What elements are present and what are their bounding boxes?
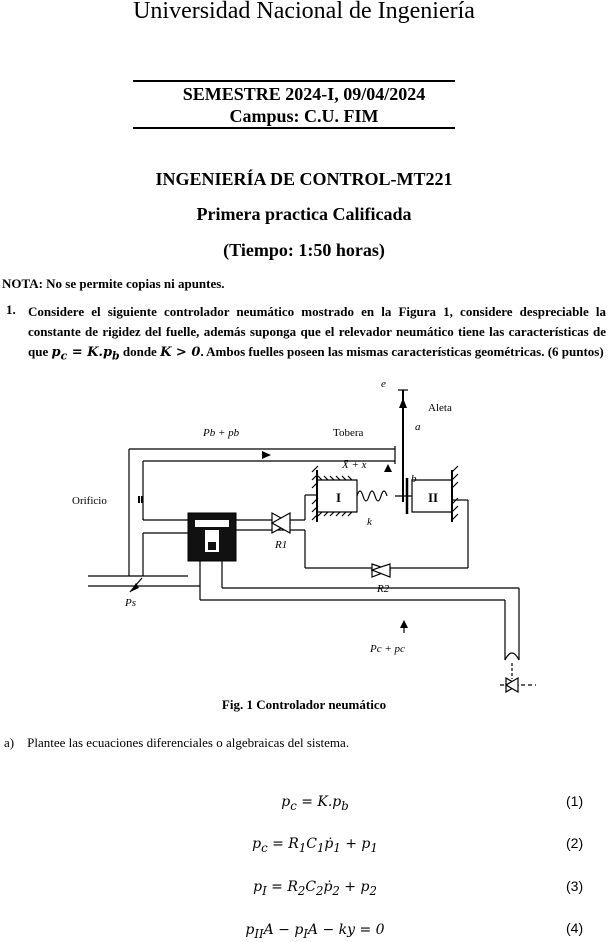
math-pc-kpb: pc = K.pb <box>51 345 120 363</box>
label-k: k <box>367 516 373 528</box>
question-number: 1. <box>6 302 16 317</box>
label-r2: R2 <box>376 583 390 595</box>
label-orificio: Orificio <box>72 495 107 507</box>
equation-3-expr: pI = R2C2ṗ2 + p2 <box>253 879 377 898</box>
equation-1-number: (1) <box>566 793 584 809</box>
label-bellows-ii: II <box>428 490 438 505</box>
label-pc: Pc + pc <box>369 643 405 655</box>
equation-2-number: (2) <box>566 835 584 851</box>
equation-3: pI = R2C2ṗ2 + p2 <box>200 879 430 898</box>
equation-4: pIIA − pIA − ky = 0 <box>200 922 430 941</box>
label-bellows-i: I <box>336 490 341 505</box>
label-r1: R1 <box>274 539 287 551</box>
question-text-a: Considere el siguiente controlador neumá… <box>28 304 606 359</box>
equation-4-expr: pIIA − pIA − ky = 0 <box>245 922 385 941</box>
label-xbar: X̄ + x <box>341 459 367 471</box>
exam-title: Primera practica Calificada <box>196 204 412 224</box>
time-line: (Tiempo: 1:50 horas) <box>223 240 385 260</box>
question-text-b: donde <box>119 344 161 359</box>
question-text-c: . Ambos fuelles poseen las mismas caract… <box>200 344 604 359</box>
math-k-positive: K > 0 <box>160 345 201 360</box>
label-e: e <box>381 378 386 390</box>
pneumatic-controller-diagram: e Aleta Tobera Pb + pb a X̄ + x b Orific… <box>72 378 536 694</box>
course-title: INGENIERÍA DE CONTROL-MT221 <box>155 169 453 189</box>
label-b: b <box>411 473 417 485</box>
equation-4-number: (4) <box>566 920 584 936</box>
university-title: Universidad Nacional de Ingeniería <box>133 0 475 24</box>
label-a: a <box>415 421 421 433</box>
header-rule-bottom <box>133 127 455 129</box>
figure-caption: Fig. 1 Controlador neumático <box>221 697 387 712</box>
semester-line: SEMESTRE 2024-I, 09/04/2024 <box>182 84 426 104</box>
equation-2-expr: pc = R1C1ṗ1 + p1 <box>252 836 378 855</box>
label-aleta: Aleta <box>428 402 452 414</box>
equation-3-number: (3) <box>566 878 584 894</box>
note: NOTA: No se permite copias ni apuntes. <box>2 276 225 291</box>
question-text: Considere el siguiente controlador neumá… <box>28 302 606 367</box>
header-rule-top <box>133 80 455 82</box>
item-a: a) Plantee las ecuaciones diferenciales … <box>4 735 350 750</box>
campus-line: Campus: C.U. FIM <box>229 106 379 126</box>
equation-1-expr: pc = K.pb <box>281 794 349 813</box>
label-tobera: Tobera <box>333 427 363 439</box>
equation-1: pc = K.pb <box>200 794 430 813</box>
label-ps: Ps <box>124 597 136 609</box>
equation-2: pc = R1C1ṗ1 + p1 <box>200 836 430 855</box>
label-pb: Pb + pb <box>202 427 240 439</box>
